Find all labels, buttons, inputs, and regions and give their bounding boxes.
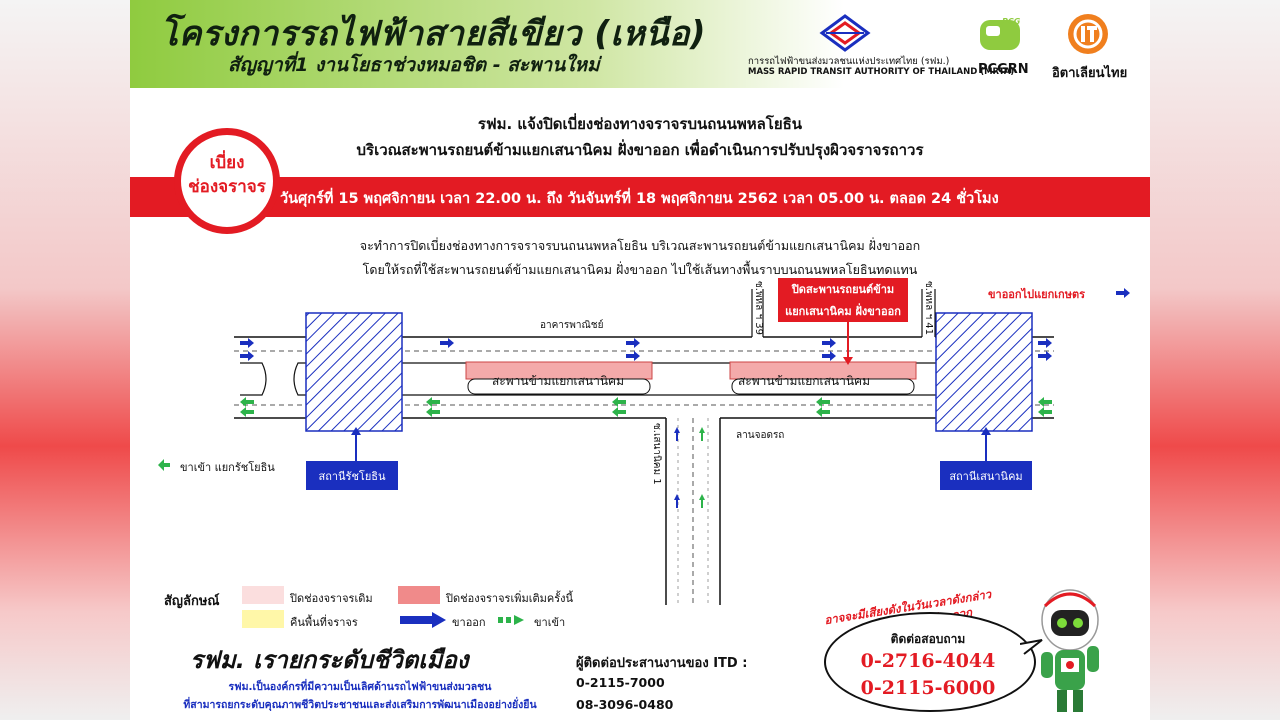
coordinator-label: ผู้ติดต่อประสานงานของ ITD : bbox=[576, 656, 748, 671]
bridge-label-left: สะพานข้ามแยกเสนานิคม bbox=[492, 374, 624, 388]
mrta-sub-line2: ที่สามารถยกระดับคุณภาพชีวิตประชาชนและส่ง… bbox=[183, 699, 537, 711]
swatch-closed-original bbox=[242, 586, 284, 604]
legend-closed-original: ปิดช่องจราจรเดิม bbox=[290, 592, 373, 605]
parking-label: ลานจอดรถ bbox=[736, 430, 784, 441]
closure-line2: แยกเสนานิคม ฝั่งขาออก bbox=[785, 303, 901, 318]
mrta-sub-line1: รฟม.เป็นองค์กรที่มีความเป็นเลิศด้านรถไฟฟ… bbox=[228, 681, 492, 693]
mrta-name-th: การรถไฟฟ้าขนส่งมวลชนแห่งประเทศไทย (รฟม.) bbox=[748, 56, 950, 67]
closure-callout bbox=[778, 278, 908, 322]
description-line2: โดยให้รถที่ใช้สะพานรถยนต์ข้ามแยกเสนานิคม… bbox=[362, 262, 918, 277]
traffic-diagram: สะพานข้ามแยกเสนานิคม สะพานข้ามแยกเสนานิค… bbox=[158, 278, 1130, 605]
soi-41-label: ซ.พหล ฯ 41 bbox=[923, 281, 934, 335]
legend-title: สัญลักษณ์ bbox=[164, 594, 220, 609]
station-right-label: สถานีเสนานิคม bbox=[949, 470, 1022, 483]
station-box-right bbox=[940, 461, 1032, 490]
detour-badge: เบี่ยง ช่องจราจร bbox=[174, 128, 280, 234]
outbound-arrow-icon bbox=[1116, 288, 1130, 298]
closure-line1: ปิดสะพานรถยนต์ข้าม bbox=[791, 283, 894, 296]
mascot-icon bbox=[1041, 589, 1099, 712]
swatch-returned-area bbox=[242, 610, 284, 628]
mrta-slogan: รฟม. เรายกระดับชีวิตเมือง bbox=[190, 646, 469, 674]
pcgrn-logo-icon: PCG bbox=[980, 17, 1021, 50]
closure-zone bbox=[466, 362, 652, 379]
station-box-left bbox=[306, 461, 398, 490]
header-banner: โครงการรถไฟฟ้าสายสีเขียว (เหนือ) สัญญาที… bbox=[130, 0, 1150, 88]
itd-logo-icon bbox=[1068, 14, 1108, 54]
outbound-arrows-icon bbox=[240, 338, 1052, 508]
left-background-panel bbox=[0, 0, 130, 720]
contact-bubble bbox=[824, 612, 1036, 712]
phone-b: 08-3096-0480 bbox=[576, 697, 674, 712]
notice-poster: โครงการรถไฟฟ้าสายสีเขียว (เหนือ) สัญญาที… bbox=[130, 0, 1150, 720]
mrta-name-en: MASS RAPID TRANSIT AUTHORITY OF THAILAND… bbox=[748, 67, 1015, 77]
legend-inbound: ขาเข้า bbox=[534, 616, 566, 629]
outbound-destination: ขาออกไปแยกเกษตร bbox=[988, 287, 1085, 301]
soi-senanikhom-label: ซ.เสนานิคม 1 bbox=[651, 423, 662, 485]
legend-outbound-arrow-icon bbox=[400, 612, 446, 628]
notice-title-line1: รฟม. แจ้งปิดเบี่ยงช่องทางจราจรบนถนนพหลโย… bbox=[477, 115, 803, 133]
inbound-destination: ขาเข้า แยกรัชโยธิน bbox=[180, 460, 275, 474]
legend-closed-additional: ปิดช่องจราจรเพิ่มเติมครั้งนี้ bbox=[446, 592, 574, 605]
legend-returned-area: คืนพื้นที่จราจร bbox=[290, 616, 358, 629]
badge-line1: เบี่ยง bbox=[209, 153, 245, 173]
legend-inbound-arrow-icon bbox=[498, 615, 524, 625]
swatch-closed-additional bbox=[398, 586, 440, 604]
project-title: โครงการรถไฟฟ้าสายสีเขียว (เหนือ) bbox=[160, 14, 706, 54]
legend-outbound: ขาออก bbox=[452, 616, 486, 629]
station-hatch-left bbox=[305, 312, 403, 432]
bubble-tail bbox=[1020, 639, 1043, 655]
notice-title-line2: บริเวณสะพานรถยนต์ข้ามแยกเสนานิคม ฝั่งขาอ… bbox=[356, 141, 924, 159]
phone-a: 0-2115-7000 bbox=[576, 675, 665, 690]
badge-line2: ช่องจราจร bbox=[188, 177, 266, 197]
phone-d: 0-2115-6000 bbox=[860, 677, 996, 699]
station-hatch-right bbox=[935, 312, 1033, 432]
building-label: อาคารพาณิชย์ bbox=[540, 319, 603, 331]
station-left-label: สถานีรัชโยธิน bbox=[318, 469, 386, 483]
closure-zone bbox=[730, 362, 916, 379]
description-line1: จะทำการปิดเบี่ยงช่องทางการจราจรบนถนนพหลโ… bbox=[359, 238, 921, 253]
mrta-logo-icon bbox=[819, 14, 871, 52]
schedule-text: วันศุกร์ที่ 15 พฤศจิกายน เวลา 22.00 น. ถ… bbox=[280, 191, 999, 207]
schedule-bar: วันศุกร์ที่ 15 พฤศจิกายน เวลา 22.00 น. ถ… bbox=[130, 177, 1150, 217]
contract-line: สัญญาที่1 งานโยธาช่วงหมอชิต - สะพานใหม่ bbox=[228, 54, 600, 76]
soi-39-label: ซ.พหล ฯ 39 bbox=[753, 281, 764, 335]
right-background-panel bbox=[1150, 0, 1280, 720]
itd-label: อิตาเลียนไทย bbox=[1052, 66, 1128, 81]
inbound-arrows-icon bbox=[158, 397, 1052, 508]
inquiry-label: ติดต่อสอบถาม bbox=[890, 632, 966, 646]
svg-text:PCG: PCG bbox=[1002, 17, 1021, 26]
pcgrn-label: PCGRN bbox=[978, 62, 1029, 77]
bridge-label-right: สะพานข้ามแยกเสนานิคม bbox=[738, 374, 870, 388]
phone-c: 0-2716-4044 bbox=[860, 650, 996, 672]
